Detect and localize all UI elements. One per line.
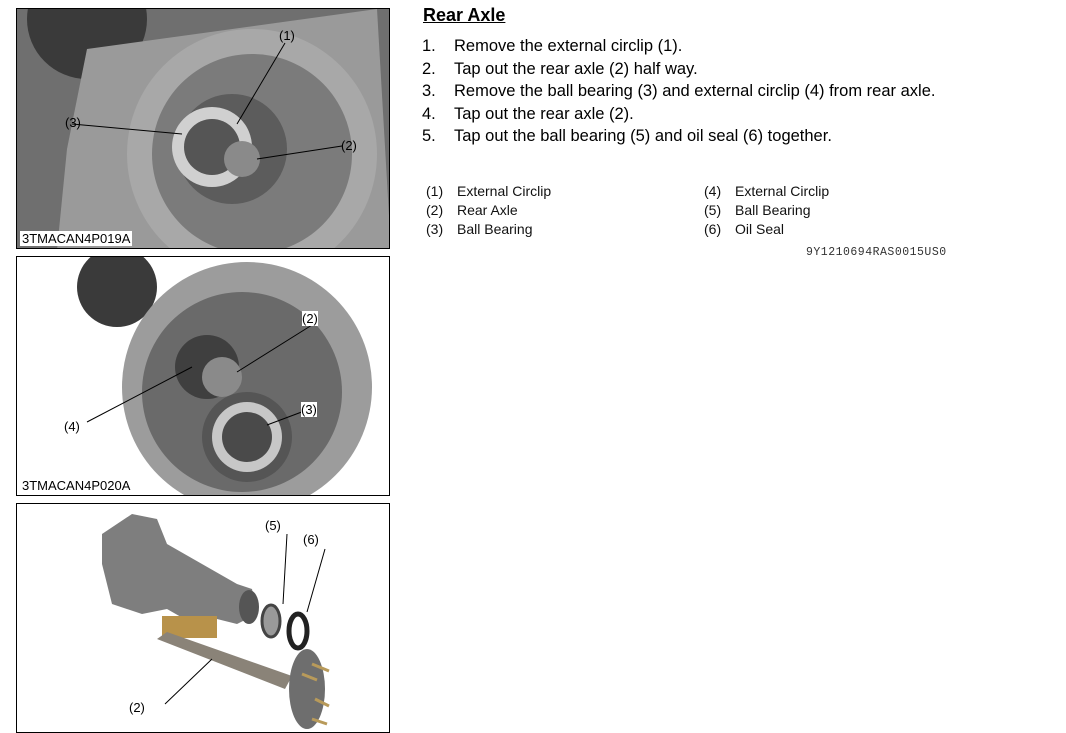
callout-3: (3) [301,402,317,417]
callout-6: (6) [303,532,319,547]
legend-item: (3) Ball Bearing [426,220,551,239]
step-number: 2. [422,59,436,78]
legend-label: Ball Bearing [735,202,811,218]
step-text: Tap out the ball bearing (5) and oil sea… [454,127,832,145]
housing-photo-1 [17,9,389,248]
step-number: 1. [422,37,436,55]
legend-left: (1) External Circlip (2) Rear Axle (3) Ball… [426,182,551,239]
legend-num: (5) [704,202,722,218]
step-text: Tap out the rear axle (2) half way. [454,59,698,78]
callout-1: (1) [279,28,295,43]
legend-num: (4) [704,183,722,199]
step-text: Tap out the rear axle (2). [454,104,634,123]
legend-label: External Circlip [735,183,830,199]
step-number: 3. [422,82,436,100]
figure-code: 3TMACAN4P020A [20,478,133,493]
housing-photo-2 [17,257,389,495]
document-id: 9Y1210694RAS0015US0 [806,246,947,259]
figure-code: 3TMACAN4P019A [20,231,133,246]
figure-1-photo: (1) (2) (3) 3TMACAN4P019A [16,8,390,249]
legend-label: Ball Bearing [457,221,533,237]
legend-num: (3) [426,221,444,237]
legend-item: (2) Rear Axle [426,201,551,220]
callout-2: (2) [302,311,318,326]
legend-label: Rear Axle [457,202,518,218]
step-text: Remove the external circlip (1). [454,37,683,55]
legend-item: (5) Ball Bearing [704,201,829,220]
callout-4: (4) [64,419,80,434]
legend-item: (6) Oil Seal [704,220,829,239]
step: 2. Tap out the rear axle (2) half way. [422,58,978,81]
legend-item: (1) External Circlip [426,182,551,201]
figure-3-photo: (5) (6) (2) [16,503,390,733]
callout-3: (3) [65,115,81,130]
step: 3. Remove the ball bearing (3) and extern… [422,80,978,103]
legend-right: (4) External Circlip (5) Ball Bearing (6) O… [704,182,829,239]
step-number: 5. [422,127,436,145]
step: 5. Tap out the ball bearing (5) and oil s… [422,125,978,148]
step-number: 4. [422,104,436,123]
callout-2: (2) [341,138,357,153]
callout-2: (2) [129,700,145,715]
legend-label: External Circlip [457,183,552,199]
legend-item: (4) External Circlip [704,182,829,201]
exploded-parts-photo [102,514,330,729]
section-title: Rear Axle [423,5,506,25]
step-text: Remove the ball bearing (3) and external… [454,82,936,100]
legend-label: Oil Seal [735,221,785,237]
figure-2-photo: (2) (3) (4) 3TMACAN4P020A [16,256,390,496]
legend-num: (2) [426,202,444,218]
procedure-steps: 1. Remove the external circlip (1). 2. Tap… [422,35,978,148]
callout-5: (5) [265,518,281,533]
step: 1. Remove the external circlip (1). [422,35,978,58]
step: 4. Tap out the rear axle (2). [422,103,978,126]
legend-num: (1) [426,183,444,199]
legend-num: (6) [704,221,722,237]
